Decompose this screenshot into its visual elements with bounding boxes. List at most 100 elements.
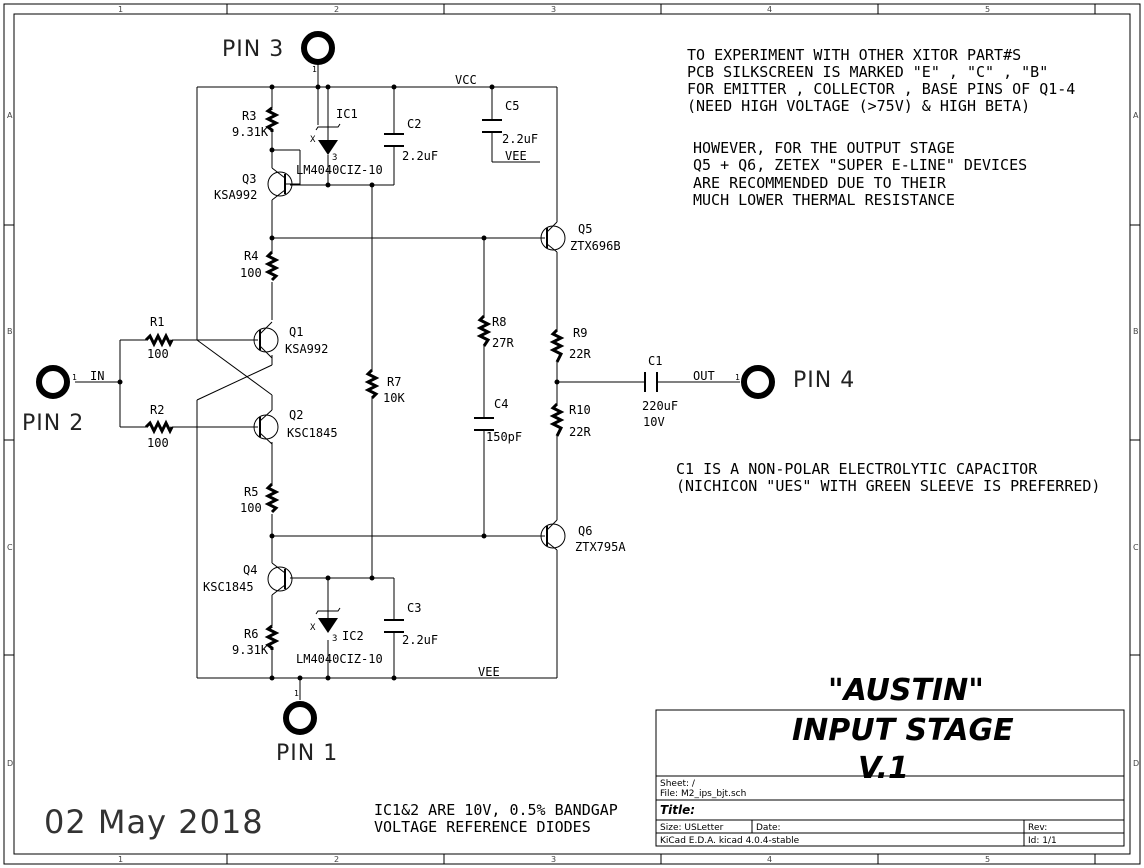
c3-value: 2.2uF	[402, 633, 438, 647]
c1-value: 220uF	[642, 399, 678, 413]
grid-col-2: 2	[334, 5, 339, 14]
r6-value: 9.31K	[232, 643, 269, 657]
resistor-r7: R7 10K	[364, 368, 405, 405]
title-austin: "AUSTIN"	[828, 673, 984, 708]
vcc-label: VCC	[455, 73, 477, 87]
c5-vee-label: VEE	[505, 149, 527, 163]
pin1-number: 1	[294, 689, 299, 698]
tb-kicad: KiCad E.D.A. kicad 4.0.4-stable	[660, 836, 800, 846]
q1-value: KSA992	[285, 342, 328, 356]
grid-col-3-bottom: 3	[551, 855, 556, 864]
r7-value: 10K	[383, 391, 405, 405]
ic1-value: LM4040CIZ-10	[296, 163, 383, 177]
vee-label: VEE	[478, 665, 500, 679]
note-output-line: Q5 + Q6, ZETEX "SUPER E-LINE" DEVICES	[693, 156, 1027, 174]
note-xitor: TO EXPERIMENT WITH OTHER XITOR PART#S PC…	[687, 46, 1075, 115]
r1-ref: R1	[150, 315, 164, 329]
c5-ref: C5	[505, 99, 519, 113]
q1-ref: Q1	[289, 325, 303, 339]
c3-ref: C3	[407, 601, 421, 615]
grid-col-5: 5	[985, 5, 990, 14]
title-input-stage: INPUT STAGE	[792, 713, 1014, 748]
note-ic-line: VOLTAGE REFERENCE DIODES	[374, 818, 591, 836]
transistor-q4: Q4 KSC1845	[203, 562, 293, 596]
c1-voltage: 10V	[643, 415, 665, 429]
q6-value: ZTX795A	[575, 540, 626, 554]
junction-dots	[117, 84, 560, 681]
note-xitor-line: (NEED HIGH VOLTAGE (>75V) & HIGH BETA)	[687, 97, 1030, 115]
pin3-label: PIN 3	[222, 37, 284, 62]
pin-1-connector[interactable]: 1 PIN 1	[276, 689, 338, 766]
r4-ref: R4	[244, 249, 258, 263]
pin-3-connector[interactable]: 1 PIN 3	[222, 31, 335, 74]
r9-ref: R9	[573, 326, 587, 340]
r2-ref: R2	[150, 403, 164, 417]
ic1-pin3: 3	[332, 153, 337, 163]
r8-ref: R8	[492, 315, 506, 329]
transistor-q2: Q2 KSC1845	[253, 408, 338, 445]
c5-value: 2.2uF	[502, 132, 538, 146]
q6-ref: Q6	[578, 524, 592, 538]
capacitor-c4: C4 150pF	[474, 397, 522, 444]
note-output-stage: HOWEVER, FOR THE OUTPUT STAGE Q5 + Q6, Z…	[693, 139, 1027, 209]
grid-col-2-bottom: 2	[334, 855, 339, 864]
grid-col-4-bottom: 4	[767, 855, 772, 864]
capacitor-c2: C2 2.2uF	[384, 117, 438, 163]
ic2-value: LM4040CIZ-10	[296, 652, 383, 666]
r4-value: 100	[240, 266, 262, 280]
resistor-r10: R10 22R	[549, 402, 591, 439]
r9-value: 22R	[569, 347, 591, 361]
resistor-r6: R6 9.31K	[232, 624, 280, 657]
note-ic-line: IC1&2 ARE 10V, 0.5% BANDGAP	[374, 801, 618, 819]
sheet-date: 02 May 2018	[44, 803, 264, 841]
note-xitor-line: TO EXPERIMENT WITH OTHER XITOR PART#S	[687, 46, 1021, 64]
pin4-label: PIN 4	[793, 368, 855, 393]
in-net-label: IN	[90, 369, 104, 383]
grid-row-a: A	[7, 111, 13, 120]
pin-2-connector[interactable]: 1 PIN 2	[22, 365, 84, 436]
resistor-r1: R1 100	[144, 315, 174, 361]
note-c1: C1 IS A NON-POLAR ELECTROLYTIC CAPACITOR…	[676, 460, 1100, 495]
title-block: Sheet: / File: M2_ips_bjt.sch Title: Siz…	[655, 709, 1125, 847]
wires	[75, 62, 740, 700]
r6-ref: R6	[244, 627, 258, 641]
grid-row-d: D	[7, 759, 13, 768]
r3-ref: R3	[242, 109, 256, 123]
note-c1-line: (NICHICON "UES" WITH GREEN SLEEVE IS PRE…	[676, 477, 1100, 495]
transistor-q1: Q1 KSA992	[253, 321, 328, 359]
c4-value: 150pF	[486, 430, 522, 444]
q2-ref: Q2	[289, 408, 303, 422]
resistor-r9: R9 22R	[549, 326, 591, 363]
resistor-r4: R4 100	[240, 249, 280, 282]
r5-ref: R5	[244, 485, 258, 499]
tb-date: Date:	[756, 823, 781, 833]
tb-sheet: Sheet: /	[660, 779, 696, 789]
tb-title: Title:	[660, 803, 695, 817]
ic2-x-pin: X	[310, 623, 316, 633]
resistor-r3: R3 9.31K	[232, 106, 280, 139]
diode-ic2: X 3 IC2 LM4040CIZ-10	[296, 607, 383, 666]
capacitor-c5: C5 2.2uF VEE	[482, 99, 538, 163]
r10-value: 22R	[569, 425, 591, 439]
resistor-r5: R5 100	[240, 482, 280, 515]
out-net-label: OUT	[693, 369, 715, 383]
r1-value: 100	[147, 347, 169, 361]
grid-col-3: 3	[551, 5, 556, 14]
grid-col-4: 4	[767, 5, 772, 14]
transistor-q6: Q6 ZTX795A	[540, 519, 626, 554]
r3-value: 9.31K	[232, 125, 269, 139]
tb-file: File: M2_ips_bjt.sch	[660, 789, 746, 799]
pin-4-connector[interactable]: 1 PIN 4	[735, 365, 855, 399]
r5-value: 100	[240, 501, 262, 515]
ic1-x-pin: X	[310, 135, 316, 145]
note-c1-line: C1 IS A NON-POLAR ELECTROLYTIC CAPACITOR	[676, 460, 1038, 478]
q4-ref: Q4	[243, 563, 257, 577]
ic1-ref: IC1	[336, 107, 358, 121]
ic2-ref: IC2	[342, 629, 364, 643]
r7-ref: R7	[387, 375, 401, 389]
pin2-number: 1	[72, 373, 77, 382]
q5-value: ZTX696B	[570, 239, 621, 253]
grid-row-d-right: D	[1133, 759, 1139, 768]
q4-value: KSC1845	[203, 580, 254, 594]
